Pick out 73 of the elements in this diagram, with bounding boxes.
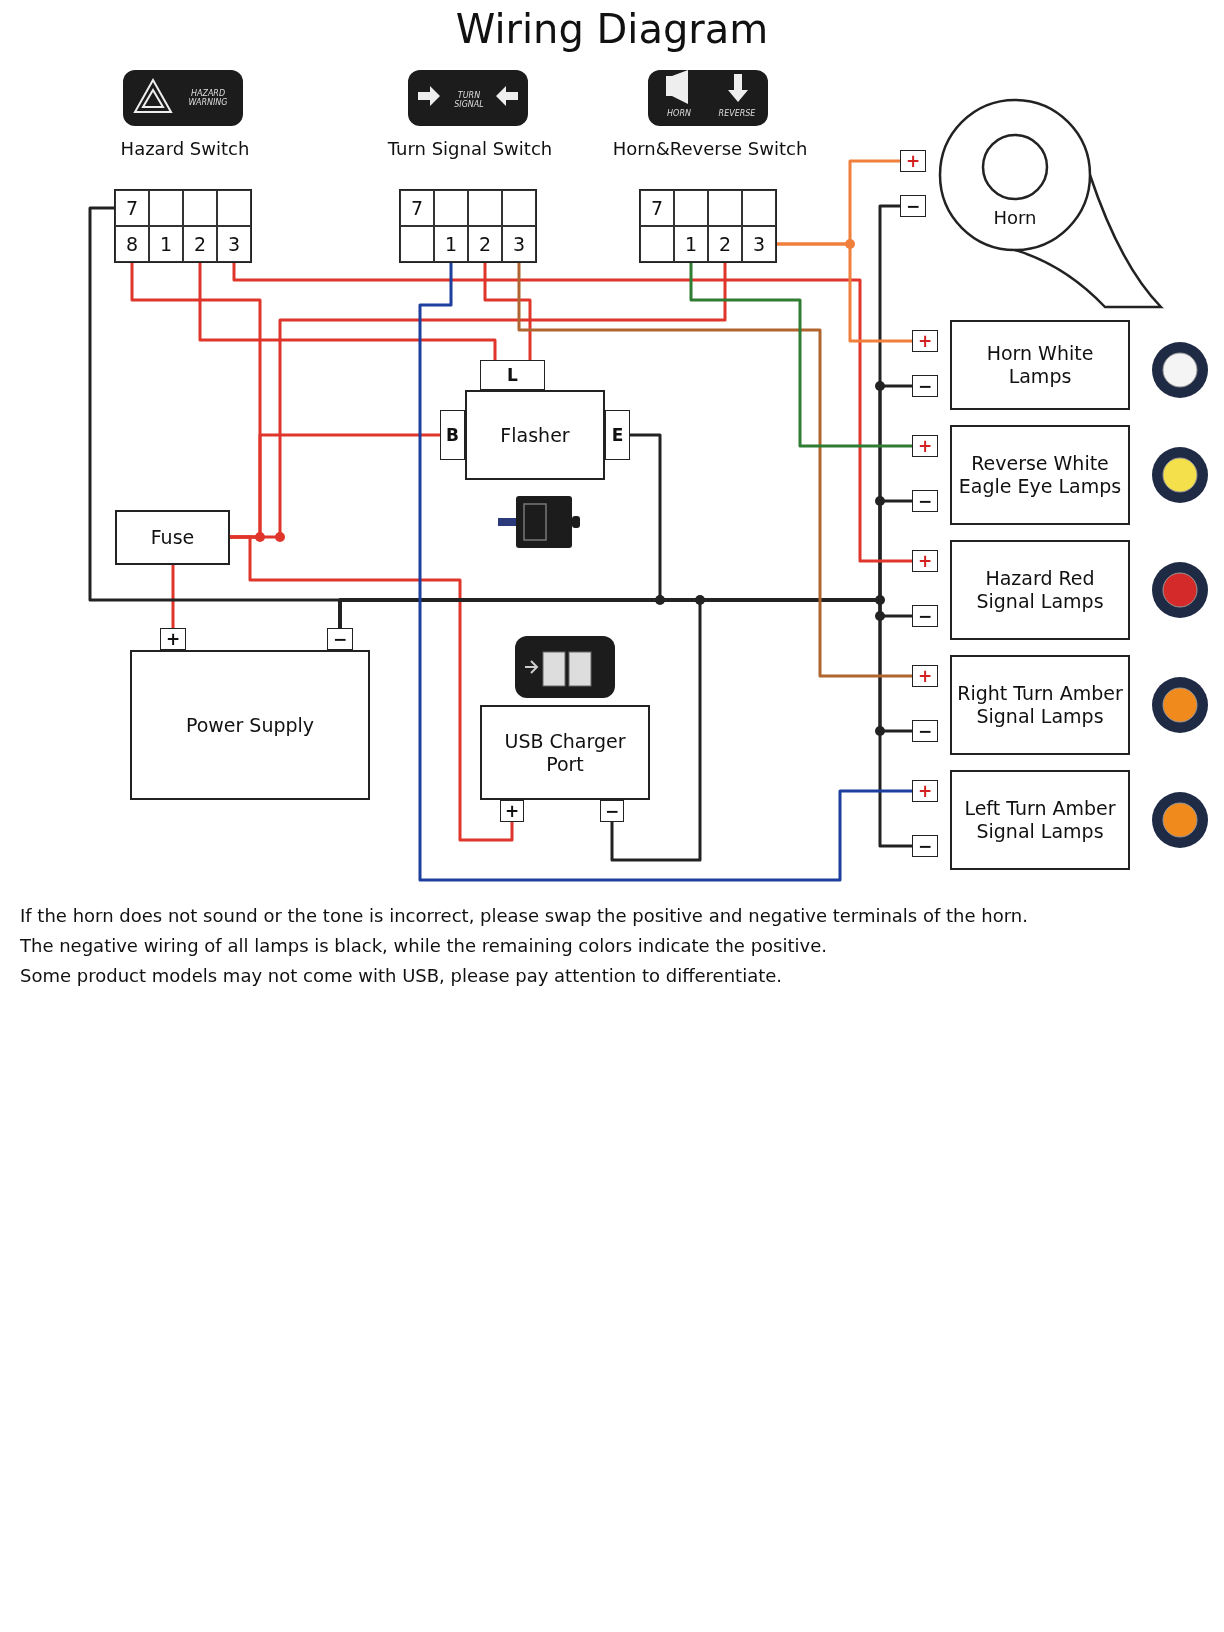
terminal-cell [434,190,468,226]
wire [483,262,532,360]
terminal-box: + [912,330,938,352]
terminal-box: − [912,490,938,512]
terminal-cell: 1 [674,226,708,262]
terminal-cell: 3 [217,226,251,262]
lamp-box: Right Turn Amber Signal Lamps [950,655,1130,755]
terminal-cell: 3 [742,226,776,262]
horn-label: Horn [992,207,1038,228]
terminal-box: − [327,628,353,650]
lamp-box: Reverse White Eagle Eye Lamps [950,425,1130,525]
lamp-box: Hazard Red Signal Lamps [950,540,1130,640]
wire [232,262,912,563]
icon-text: HORN [666,110,692,119]
terminal-cell [708,190,742,226]
terminal-cell: 7 [640,190,674,226]
terminal-cell: 3 [502,226,536,262]
terminal-box: + [912,665,938,687]
diagram-title: Wiring Diagram [454,6,770,52]
terminal-cell: 2 [183,226,217,262]
terminal-cell: 8 [115,226,149,262]
lamp-box: Horn White Lamps [950,320,1130,410]
terminal-cell [674,190,708,226]
switch-label: Hazard Switch [119,138,251,159]
terminal-cell: 2 [468,226,502,262]
note-text: If the horn does not sound or the tone is incorrect, please swap the positive and negative terminals of the horn. [20,905,1029,926]
terminal-box: + [912,550,938,572]
terminal-cell: 7 [400,190,434,226]
terminal-cell: 2 [708,226,742,262]
flasher-box: Flasher [465,390,605,480]
terminal-cell [742,190,776,226]
terminal-box: E [605,410,630,460]
terminal-cell: 7 [115,190,149,226]
note-text: The negative wiring of all lamps is black, while the remaining colors indicate the positive. [20,935,828,956]
icon-text: HAZARD WARNING [187,90,229,108]
terminal-box: − [900,195,926,217]
terminal-box: B [440,410,465,460]
icon-text: REVERSE [717,110,757,119]
note-text: Some product models may not come with USB, please pay attention to differentiate. [20,965,784,986]
terminal-box: − [912,605,938,627]
terminal-box: L [480,360,545,390]
wire [776,242,912,343]
terminal-box: − [912,720,938,742]
fuse-box: Fuse [115,510,230,565]
icon-text: TURN SIGNAL [453,92,485,110]
terminal-cell [183,190,217,226]
lamp-box: Left Turn Amber Signal Lamps [950,770,1130,870]
wire [230,535,514,842]
terminal-cell [640,226,674,262]
wire [198,262,497,360]
terminal-cell: 1 [149,226,183,262]
terminal-box: + [912,780,938,802]
terminal-box: − [912,835,938,857]
terminal-box: − [600,800,624,822]
switch-label: Turn Signal Switch [386,138,554,159]
terminal-cell [217,190,251,226]
terminal-cell [149,190,183,226]
terminal-box: + [900,150,926,172]
power-supply-box: Power Supply [130,650,370,800]
wire [171,565,175,628]
terminal-cell [468,190,502,226]
terminal-box: + [500,800,524,822]
terminal-cell: 1 [434,226,468,262]
terminal-cell [502,190,536,226]
wire [418,262,912,882]
wire [517,262,912,678]
terminal-box: + [160,628,186,650]
wire [689,262,912,448]
switch-label: Horn&Reverse Switch [611,138,809,159]
terminal-box: + [912,435,938,457]
terminal-cell [400,226,434,262]
terminal-box: − [912,375,938,397]
usb-port-box: USB Charger Port [480,705,650,800]
